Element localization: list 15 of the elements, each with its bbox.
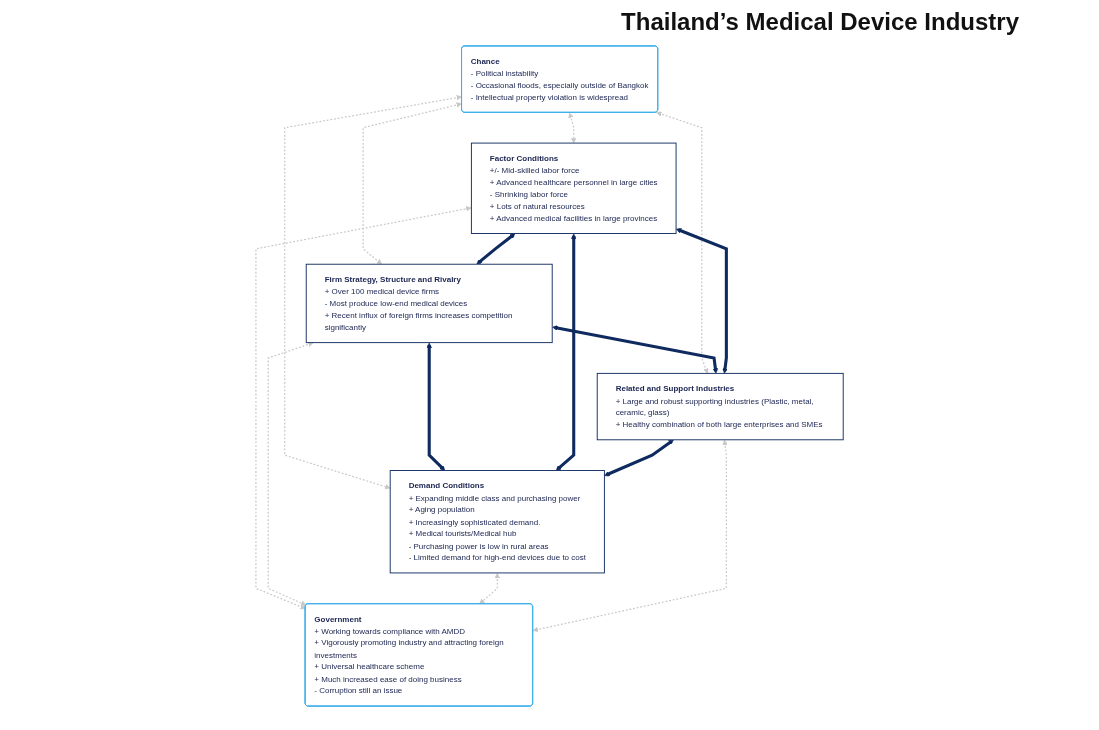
arrow bbox=[555, 233, 577, 471]
arrow bbox=[267, 341, 314, 606]
arrow bbox=[255, 206, 472, 610]
arrow bbox=[284, 95, 462, 490]
arrow bbox=[362, 102, 462, 265]
arrow bbox=[568, 112, 577, 144]
arrow bbox=[476, 233, 516, 265]
arrow bbox=[479, 572, 500, 605]
arrow bbox=[604, 439, 674, 477]
arrow bbox=[426, 342, 446, 471]
arrow bbox=[676, 228, 728, 374]
arrow bbox=[552, 325, 718, 374]
diagram-title: Thailand’s Medical Device Industry bbox=[620, 7, 1020, 36]
arrow bbox=[532, 439, 728, 633]
arrow bbox=[656, 111, 709, 374]
